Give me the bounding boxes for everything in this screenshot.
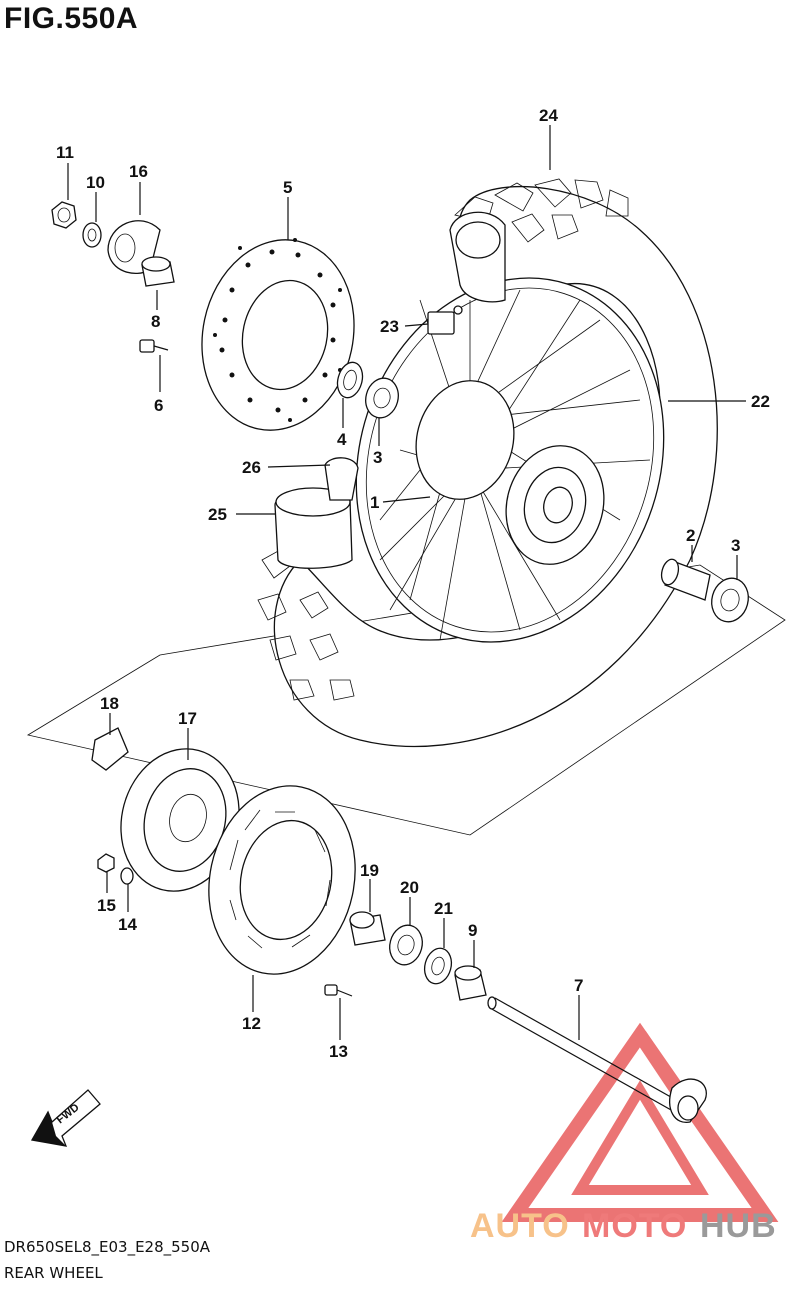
watermark-moto: MOTO <box>582 1207 687 1245</box>
washer <box>82 222 102 248</box>
bearing-right <box>711 577 749 623</box>
callout-labels: 11 10 16 5 8 6 4 3 24 23 22 26 25 1 2 3 … <box>56 106 770 1061</box>
callout-18: 18 <box>100 694 119 713</box>
callout-19: 19 <box>360 861 379 880</box>
callout-21: 21 <box>434 899 453 918</box>
wheel-hub <box>415 380 605 565</box>
figure-code: DR650SEL8_E03_E28_550A <box>4 1238 211 1256</box>
callout-26: 26 <box>242 458 261 477</box>
spacer <box>141 256 175 287</box>
sprocket-bolt <box>324 984 353 997</box>
sprocket-bearing <box>389 924 423 966</box>
callout-6: 6 <box>154 396 163 415</box>
watermark-text: AUTO MOTO HUB <box>470 1207 777 1245</box>
rear-axle <box>487 996 707 1123</box>
callout-4: 4 <box>337 430 347 449</box>
callout-16: 16 <box>129 162 148 181</box>
sprocket-mounting-drum <box>120 748 240 892</box>
sprocket-nut <box>97 853 115 873</box>
cush-damper <box>91 727 129 771</box>
valve-cap <box>427 305 463 335</box>
bearing-upper <box>365 377 399 419</box>
callout-9: 9 <box>468 921 477 940</box>
callout-7: 7 <box>574 976 583 995</box>
hub-spacer <box>660 558 711 601</box>
figure-title: FIG.550A <box>4 2 139 35</box>
forward-arrow-icon: FWD <box>30 1089 101 1147</box>
tire <box>257 178 718 748</box>
callout-13: 13 <box>329 1042 348 1061</box>
callout-23: 23 <box>380 317 399 336</box>
callout-11: 11 <box>56 143 74 162</box>
callout-14: 14 <box>118 915 137 934</box>
callout-25: 25 <box>208 505 227 524</box>
rim-band <box>324 457 359 501</box>
axle-nut <box>51 201 77 229</box>
figure-name: REAR WHEEL <box>4 1264 103 1282</box>
callout-20: 20 <box>400 878 419 897</box>
sprocket-washer <box>120 867 134 885</box>
watermark-logo <box>501 1022 779 1222</box>
callout-17: 17 <box>178 709 197 728</box>
callout-3-upper: 3 <box>373 448 382 467</box>
sprocket-oil-seal <box>423 947 453 985</box>
callout-5: 5 <box>283 178 292 197</box>
oil-seal <box>336 361 364 399</box>
sprocket-spacer <box>349 911 386 946</box>
callout-3-right: 3 <box>731 536 740 555</box>
watermark-hub: HUB <box>700 1207 777 1245</box>
disc-bolt <box>139 339 169 353</box>
callout-12: 12 <box>242 1014 261 1033</box>
leader-lines <box>67 125 746 1040</box>
callout-15: 15 <box>97 896 116 915</box>
rear-sprocket <box>208 785 356 975</box>
brake-disc <box>201 238 355 431</box>
watermark-auto: AUTO <box>470 1207 570 1245</box>
callout-2: 2 <box>686 526 695 545</box>
axle-spacer <box>454 965 487 1001</box>
callout-22: 22 <box>751 392 770 411</box>
callout-1: 1 <box>370 493 379 512</box>
callout-10: 10 <box>86 173 105 192</box>
callout-24: 24 <box>539 106 558 125</box>
inner-tube-section <box>274 487 353 569</box>
callout-8: 8 <box>151 312 160 331</box>
